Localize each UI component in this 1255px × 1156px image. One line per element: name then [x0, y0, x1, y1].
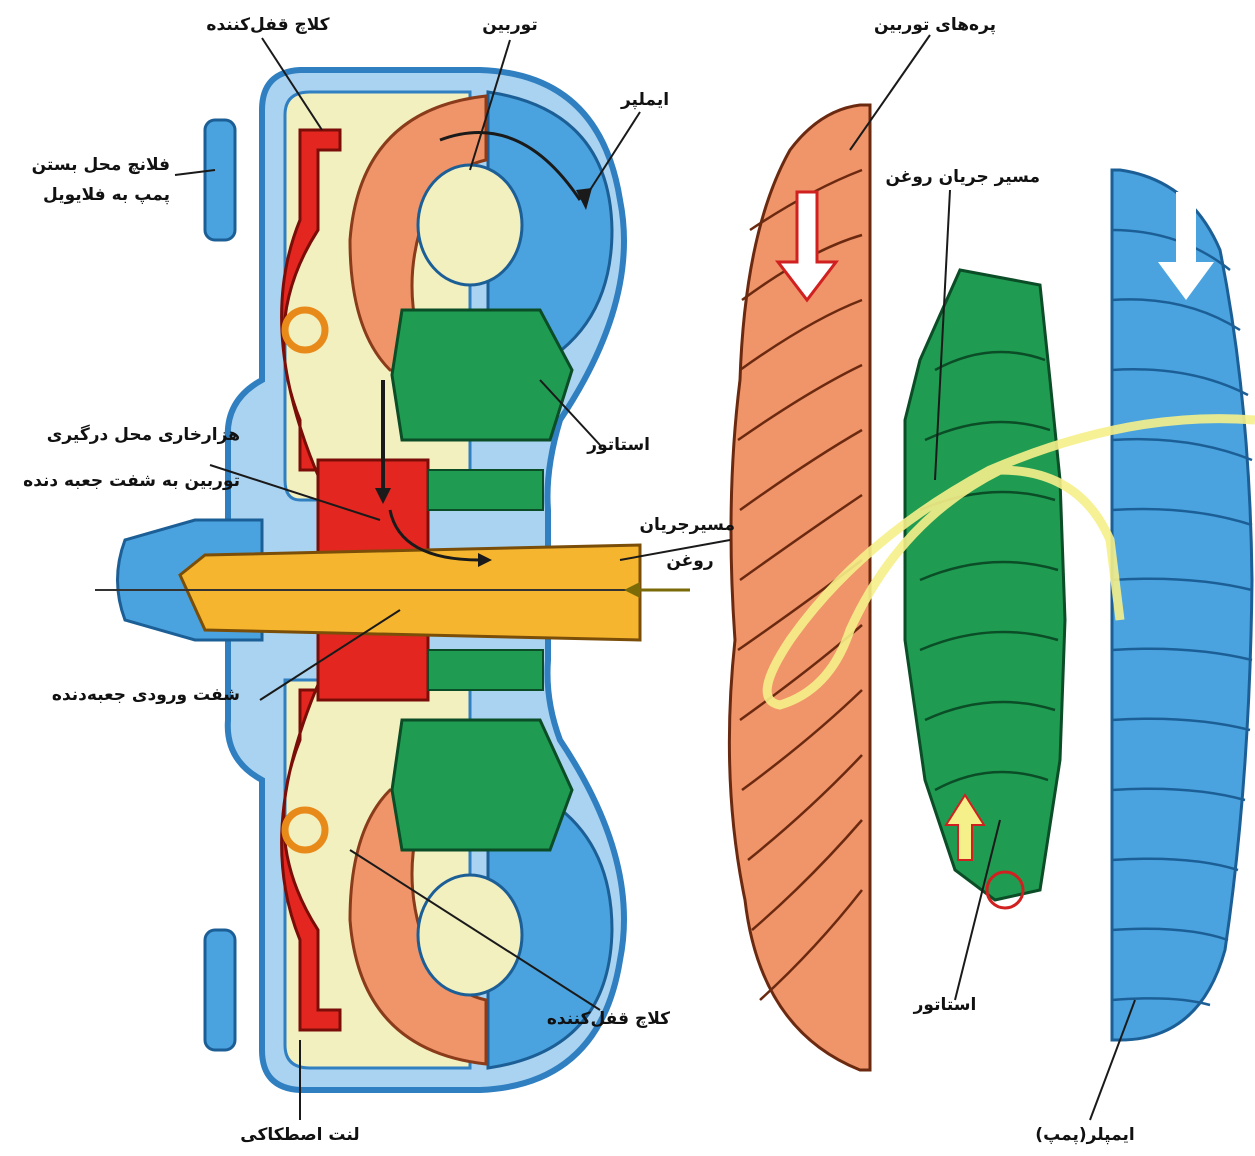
flow-cavity-top	[418, 165, 522, 285]
stator-top	[392, 310, 572, 440]
label-flange-line1: فلانچ محل بستن	[32, 155, 170, 175]
label-stator-left: استاتور	[586, 435, 650, 455]
label-impeller: ایملپر	[620, 90, 669, 110]
label-friction-lining: لنت اصطکاکی	[240, 1125, 359, 1145]
cross-section	[95, 70, 690, 1090]
label-oil-flow-line2: روغن	[666, 551, 713, 571]
label-input-shaft: شفت ورودی جعبه‌دنده	[52, 685, 240, 705]
flow-cavity-bottom	[418, 875, 522, 995]
label-impeller-pump: ایمپلر(پمپ)	[1035, 1125, 1134, 1145]
stator-hub-b	[428, 650, 543, 690]
label-stator-right: استاتور	[913, 995, 977, 1015]
flange-top	[205, 120, 235, 240]
stator-bottom	[392, 720, 572, 850]
label-oil-flow-line1: مسیرجریان	[640, 515, 735, 535]
label-spline-line2: توربین به شفت جعبه دنده	[23, 471, 240, 491]
label-turbine: توربین	[482, 15, 537, 35]
input-shaft	[180, 545, 640, 640]
label-oil-path: مسیر جریان روغن	[885, 167, 1040, 187]
label-lockup-clutch-top: کلاچ قفل‌کننده	[206, 15, 329, 35]
label-spline-line1: هزارخاری محل درگیری	[47, 424, 240, 445]
exploded-view	[729, 105, 1255, 1070]
flange-bottom	[205, 930, 235, 1050]
label-turbine-blades: پره‌های توربین	[874, 15, 996, 35]
label-flange-line2: پمپ به فلایویل	[43, 185, 170, 205]
label-lockup-clutch-bottom: کلاچ قفل‌کننده	[547, 1009, 670, 1029]
stator-part	[905, 270, 1065, 900]
stator-hub	[428, 470, 543, 510]
